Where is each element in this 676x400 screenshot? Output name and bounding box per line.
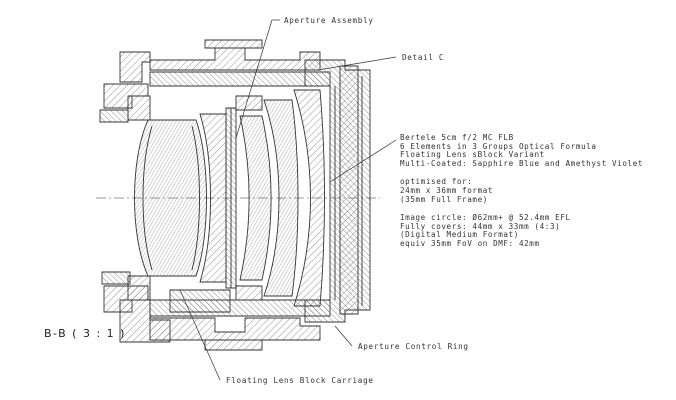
- note-line: 6 Elements in 3 Groups Optical Formula: [400, 141, 597, 151]
- front-lens-group-1: [239, 115, 272, 281]
- note-line: (35mm Full Frame): [400, 194, 488, 204]
- note-line: Floating Lens sBlock Variant: [400, 150, 545, 160]
- note-line: 24mm x 36mm format: [400, 185, 494, 195]
- spec-notes: Bertele 5cm f/2 MC FLB 6 Elements in 3 G…: [400, 133, 644, 249]
- note-line: Fully covers: 44mm x 33mm (4:3): [400, 221, 561, 231]
- label-aperture-assembly: Aperture Assembly: [284, 16, 374, 25]
- note-line: equiv 35mm FoV on DMF: 42mm: [400, 238, 540, 248]
- note-line: optimised for:: [400, 177, 473, 187]
- label-floating-lens-block-carriage: Floating Lens Block Carriage: [226, 376, 374, 385]
- note-line: Multi-Coated: Sapphire Blue and Amethyst…: [400, 158, 644, 168]
- leader-aperture-assembly: [235, 19, 273, 139]
- note-line: (Digital Medium Format): [400, 230, 519, 240]
- note-line: Bertele 5cm f/2 MC FLB: [400, 133, 514, 142]
- note-line: Image circle: Ø62mm+ @ 52.4mm EFL: [400, 213, 571, 223]
- leader-detail-c: [317, 56, 397, 71]
- leader-aperture-ring: [334, 325, 353, 347]
- label-detail-c: Detail C: [402, 53, 445, 62]
- leader-notes: [329, 139, 397, 183]
- front-lens-group-3: [293, 89, 325, 307]
- floating-carriage: [235, 95, 263, 111]
- leader-floating-carriage: [179, 289, 221, 381]
- barrel-top: [149, 47, 321, 71]
- section-label: B-B ( 3 : 1 ): [44, 327, 126, 340]
- label-aperture-control-ring: Aperture Control Ring: [358, 342, 469, 351]
- mount-flange: [119, 51, 151, 83]
